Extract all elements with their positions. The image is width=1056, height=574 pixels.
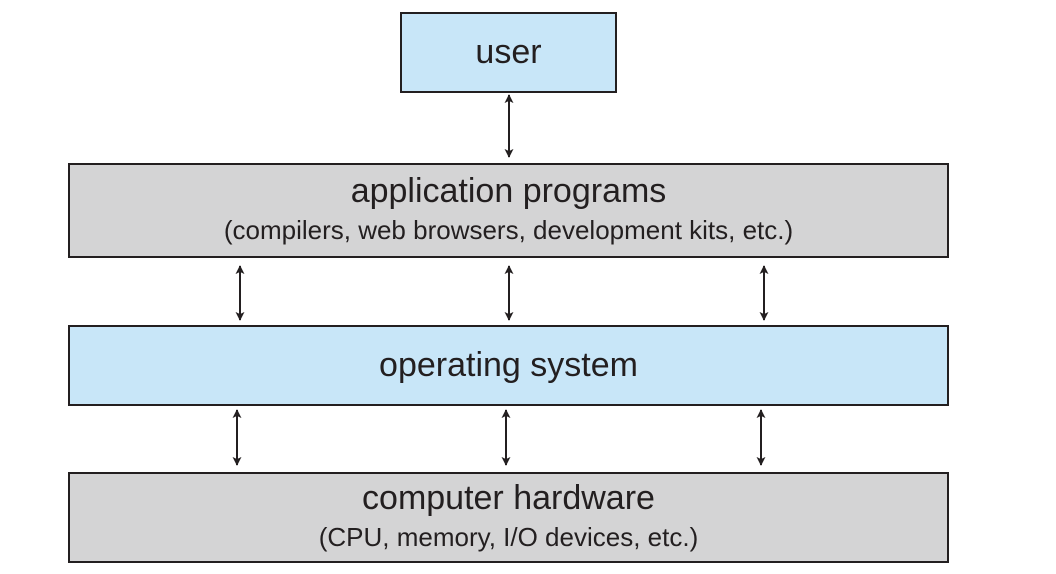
user-box: user [400, 12, 617, 93]
user-label: user [475, 32, 542, 71]
application-programs-label: application programs [350, 172, 667, 211]
operating-system-label: operating system [379, 345, 638, 384]
operating-system-box: operating system [68, 325, 949, 406]
application-programs-examples: (compilers, web browsers, development ki… [223, 214, 794, 245]
computer-hardware-examples: (CPU, memory, I/O devices, etc.) [318, 521, 699, 552]
application-programs-box: application programs (compilers, web bro… [68, 163, 949, 258]
computer-hardware-box: computer hardware (CPU, memory, I/O devi… [68, 472, 949, 563]
computer-hardware-label: computer hardware [362, 479, 655, 518]
